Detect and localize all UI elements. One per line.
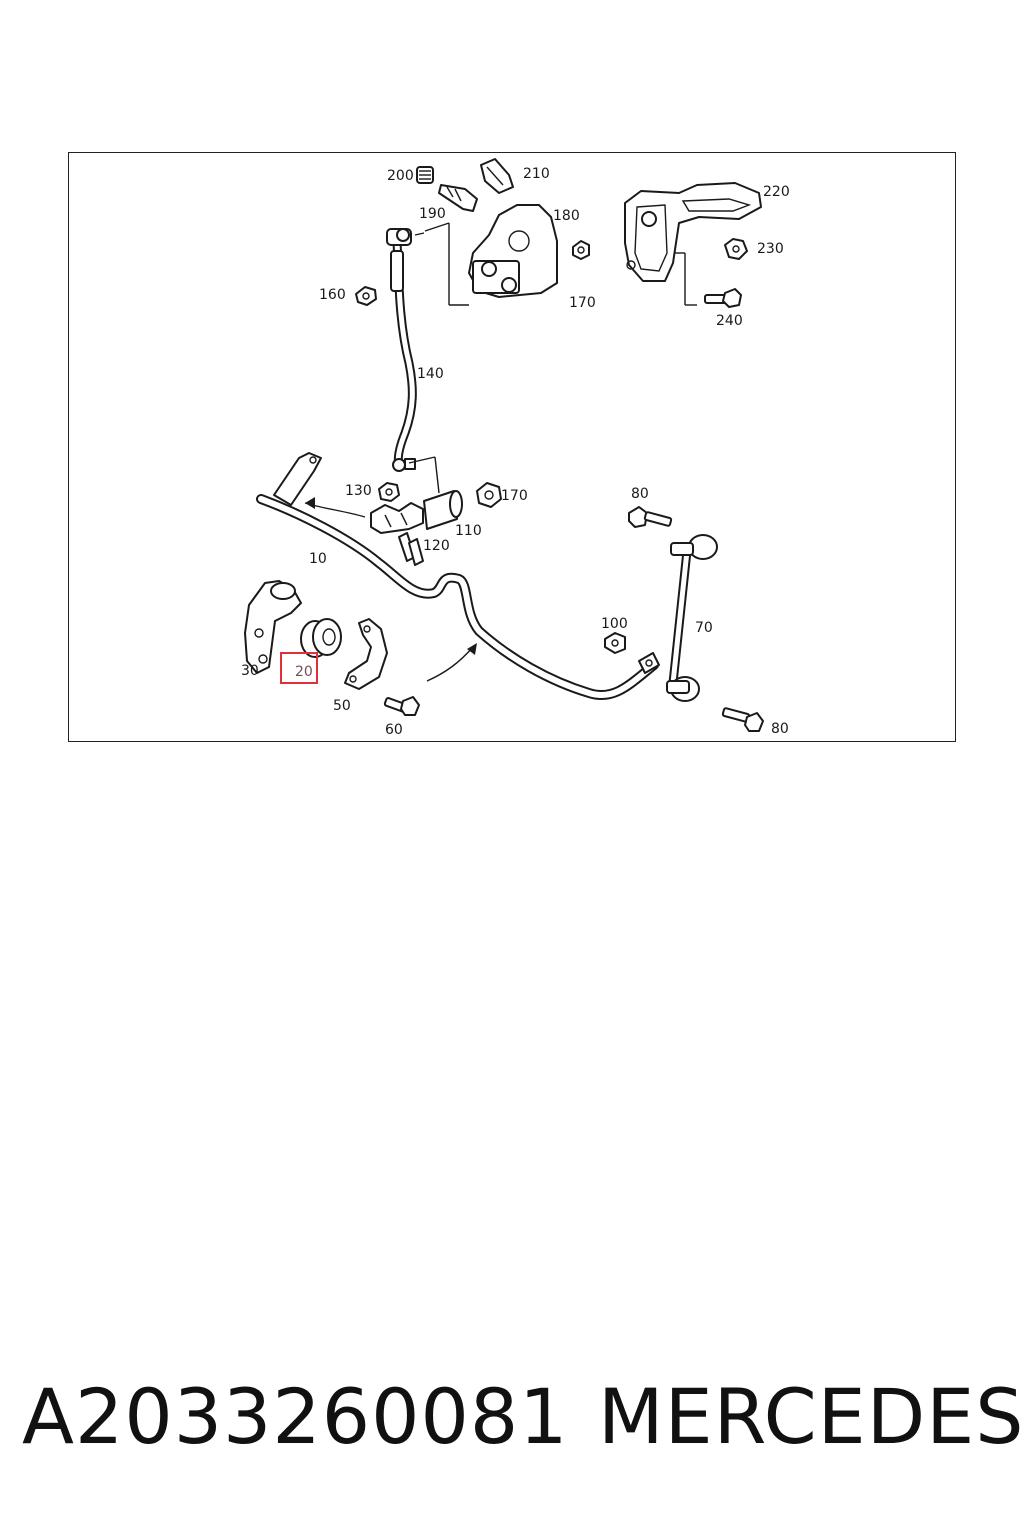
mount-block — [370, 502, 424, 534]
nut-230 — [724, 238, 748, 260]
link-rod-70 — [666, 534, 718, 702]
callout-20: 20 — [295, 664, 313, 680]
arrow-lower-head — [467, 643, 477, 655]
callout-50: 50 — [333, 698, 351, 714]
nut-170-lower — [476, 482, 502, 508]
callout-170-lower: 170 — [501, 488, 528, 504]
arrow-lower — [426, 646, 474, 682]
bolt-80-lower — [721, 707, 764, 732]
parts-diagram-frame: 200 210 190 180 220 230 160 170 240 140 … — [68, 152, 956, 742]
callout-230: 230 — [757, 241, 784, 257]
callout-100: 100 — [601, 616, 628, 632]
nut-130 — [378, 482, 400, 502]
bracket-30 — [244, 580, 302, 674]
bolt-80-upper — [628, 506, 673, 528]
nut-100 — [604, 632, 626, 654]
callout-210: 210 — [523, 166, 550, 182]
arrow-upper-head — [305, 497, 315, 509]
bolt-60 — [383, 696, 420, 716]
bracket-220 — [624, 182, 762, 306]
rubber-bushing-20 — [300, 618, 342, 658]
brand-name: MERCEDES — [598, 1372, 1024, 1461]
nut-170-upper — [572, 240, 590, 260]
callout-200: 200 — [387, 168, 414, 184]
bolt-240 — [704, 288, 742, 308]
callout-labels: 200 210 190 180 220 230 160 170 240 140 … — [241, 166, 790, 738]
callout-130: 130 — [345, 483, 372, 499]
callout-190: 190 — [419, 206, 446, 222]
part-number: A2033260081 — [22, 1372, 569, 1461]
callout-180: 180 — [553, 208, 580, 224]
parts-diagram: 200 210 190 180 220 230 160 170 240 140 … — [241, 158, 790, 738]
highlighted-callout-20: 20 — [280, 652, 318, 684]
stabilizer-bar — [256, 452, 660, 700]
footer: A2033260081 MERCEDES — [0, 1372, 1024, 1462]
clips-120 — [398, 532, 424, 566]
callout-80-lower: 80 — [771, 721, 789, 737]
boot-210 — [480, 158, 514, 194]
ball-joint-pin — [438, 184, 478, 212]
callout-110: 110 — [455, 523, 482, 539]
nut-160 — [355, 286, 377, 306]
callout-240: 240 — [716, 313, 743, 329]
bracket-180 — [424, 204, 558, 306]
callout-70: 70 — [695, 620, 713, 636]
highlight-box — [280, 652, 318, 684]
nut-200 — [416, 166, 434, 184]
callout-10: 10 — [309, 551, 327, 567]
callout-160: 160 — [319, 287, 346, 303]
bushing-110 — [408, 456, 463, 530]
callout-30: 30 — [241, 663, 259, 679]
callout-140: 140 — [417, 366, 444, 382]
callout-120: 120 — [423, 538, 450, 554]
callout-80-upper: 80 — [631, 486, 649, 502]
callout-170-upper: 170 — [569, 295, 596, 311]
clamp-50 — [344, 618, 388, 690]
link-rod-140 — [386, 228, 425, 472]
callout-60: 60 — [385, 722, 403, 738]
callout-220: 220 — [763, 184, 790, 200]
